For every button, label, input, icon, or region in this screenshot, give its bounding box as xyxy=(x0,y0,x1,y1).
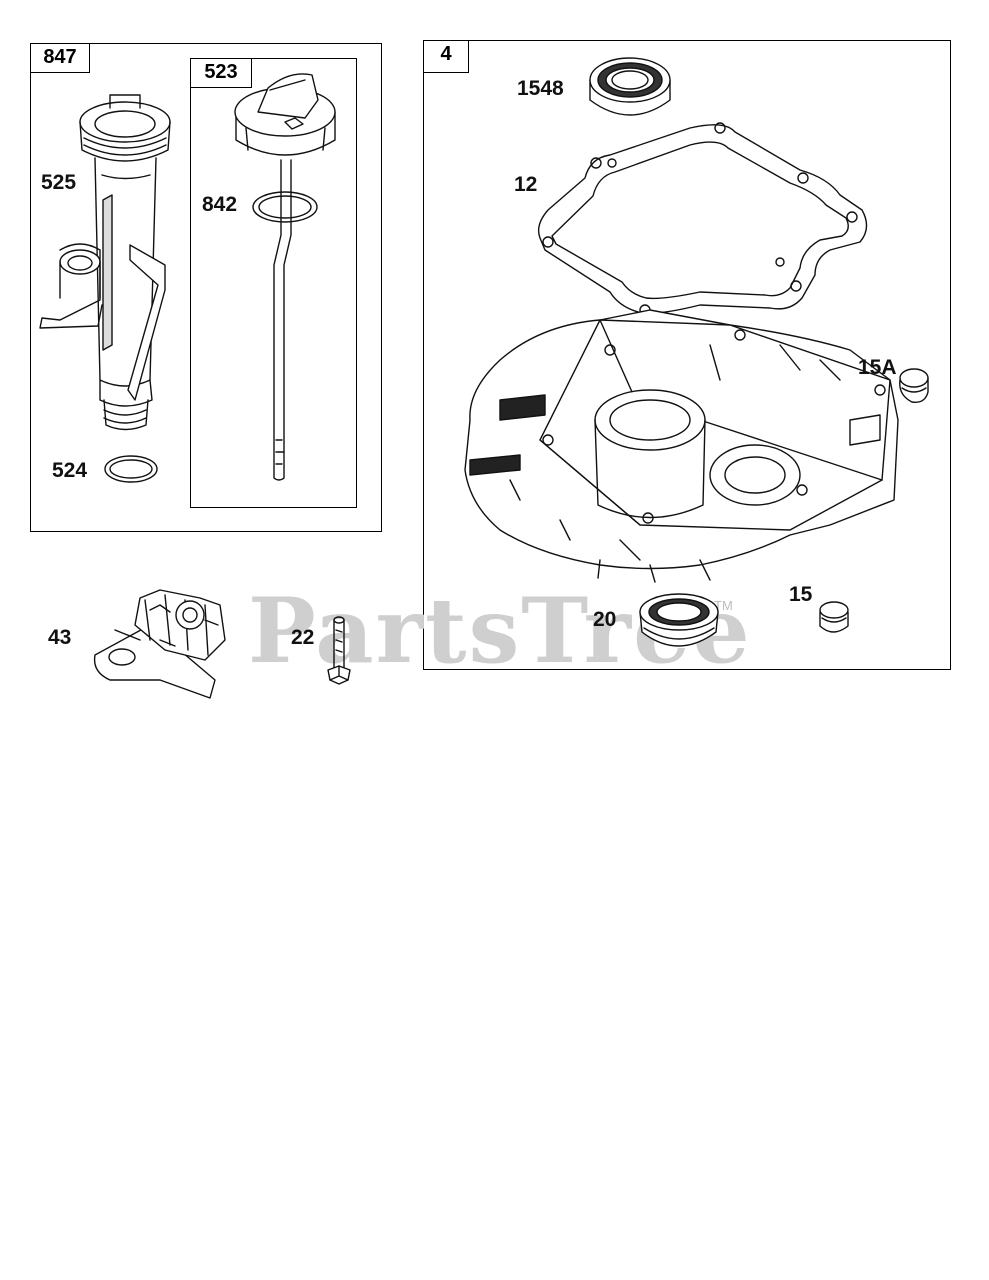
plug-15a-part xyxy=(899,368,929,403)
callout-525: 525 xyxy=(41,171,77,194)
callout-842: 842 xyxy=(202,193,238,216)
group-4-tag: 4 xyxy=(423,40,469,73)
gasket-12-part xyxy=(537,122,868,316)
callout-1548: 1548 xyxy=(517,77,564,100)
watermark-tm: TM xyxy=(714,598,733,613)
parts-illustration xyxy=(39,57,929,699)
oil-seal-20-part xyxy=(639,593,719,647)
callout-43: 43 xyxy=(48,626,72,649)
group-847-tag: 847 xyxy=(30,43,90,73)
group-523-frame xyxy=(190,58,357,508)
dipstick-tube-part xyxy=(39,94,171,431)
governor-bracket-part xyxy=(93,589,226,699)
group-4-frame xyxy=(423,40,951,670)
callout-20: 20 xyxy=(593,608,617,631)
callout-524: 524 xyxy=(52,459,88,482)
dipstick-cap-part xyxy=(234,73,336,481)
callout-12: 12 xyxy=(514,173,538,196)
group-523-tag: 523 xyxy=(190,58,252,88)
callout-22: 22 xyxy=(291,626,315,649)
bolt-22-part xyxy=(327,616,351,685)
bearing-1548-part xyxy=(589,57,671,116)
crankcase-cover-part xyxy=(464,309,899,583)
cap-15-part xyxy=(819,601,849,633)
callout-15: 15 xyxy=(789,583,813,606)
callout-15a: 15A xyxy=(858,356,897,379)
o-ring-524-part xyxy=(104,455,158,483)
group-847-frame xyxy=(30,43,382,532)
